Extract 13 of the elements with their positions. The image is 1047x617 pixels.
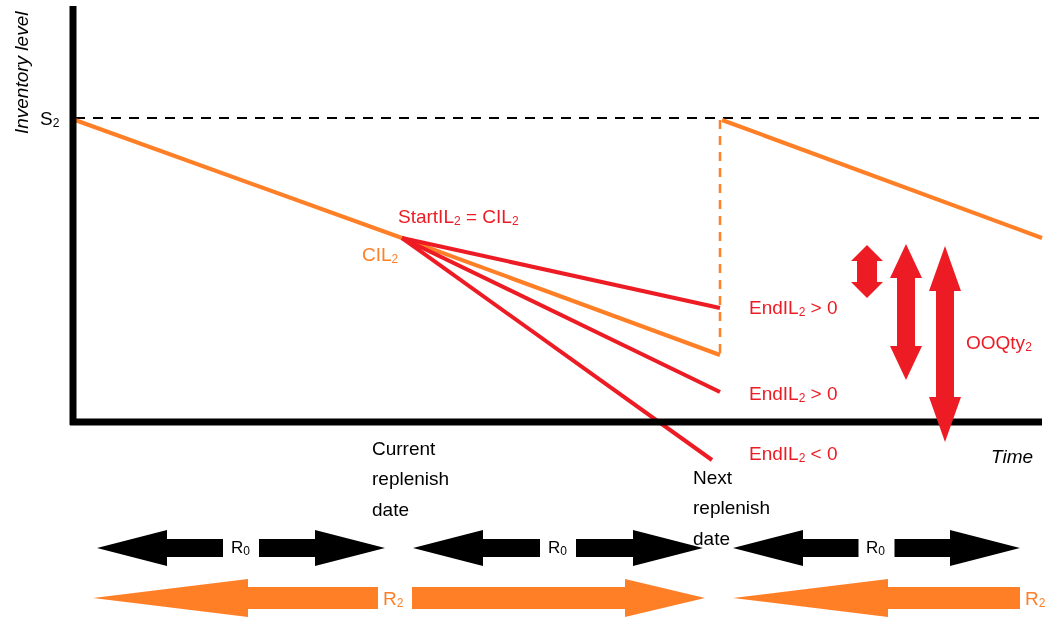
axis-title: Inventory level <box>10 10 34 137</box>
annotation: EndIL$_{2}$ > 0 <box>749 382 838 407</box>
tick-label: S$_{2}$ <box>40 107 60 132</box>
date-label: Current replenish date <box>372 437 451 522</box>
annotation: StartIL$_{2}$ = CIL$_{2}$ <box>398 205 519 230</box>
annotation: EndIL$_{2}$ < 0 <box>749 442 838 467</box>
annotation: OOQty$_{2}$ <box>966 331 1032 356</box>
period-label: R$_{2}$ <box>1025 587 1046 612</box>
axis-title: Time <box>991 445 1034 469</box>
annotation: CIL$_{2}$ <box>362 243 399 268</box>
annotation: EndIL$_{2}$ > 0 <box>749 296 838 321</box>
period-label: R$_{2}$ <box>383 587 404 612</box>
date-label: Next replenish date <box>693 466 772 551</box>
